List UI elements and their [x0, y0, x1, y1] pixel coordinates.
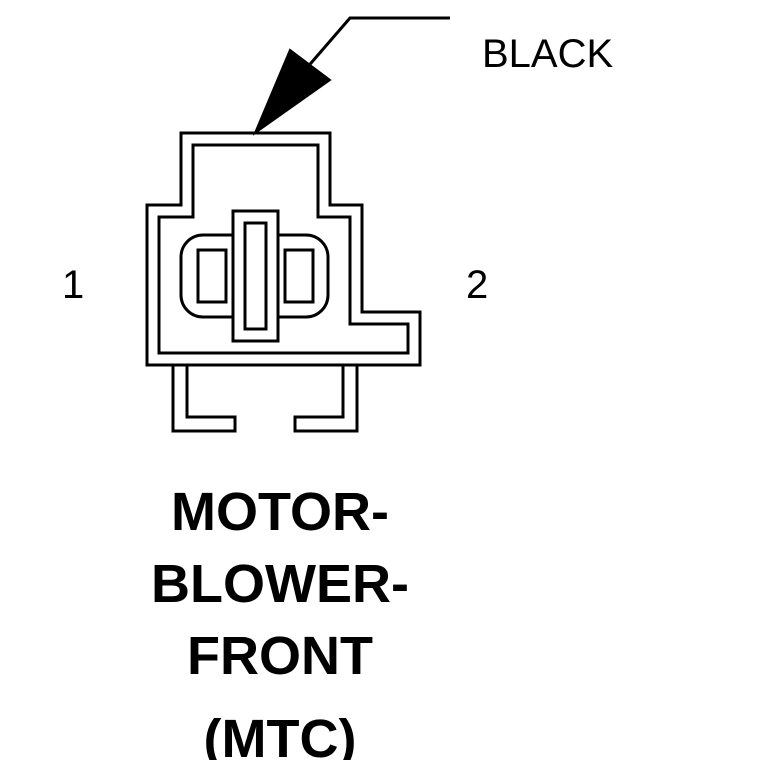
connector-title: MOTOR- BLOWER- FRONT (MTC) [151, 482, 409, 760]
color-callout-label: BLACK [482, 32, 613, 76]
latch-foot-left [171, 365, 237, 433]
title-line-4: (MTC) [204, 709, 357, 760]
latch-foot-right [293, 365, 359, 433]
title-line-2: BLOWER- [151, 554, 409, 614]
connector-housing [145, 131, 422, 433]
pin-label-2: 2 [466, 263, 488, 307]
callout-leader [252, 16, 450, 136]
title-line-3: FRONT [187, 626, 373, 686]
leader-line [303, 16, 450, 71]
pin-label-1: 1 [62, 263, 84, 307]
housing-outer-outline [145, 131, 422, 367]
pin-cavity-2 [283, 248, 315, 304]
center-key-outer [231, 209, 280, 343]
pin-cavity-1 [196, 248, 228, 304]
leader-arrowhead [252, 48, 332, 136]
title-line-1: MOTOR- [171, 482, 389, 542]
center-key-inner [243, 221, 268, 331]
housing-inner-outline [157, 143, 410, 355]
